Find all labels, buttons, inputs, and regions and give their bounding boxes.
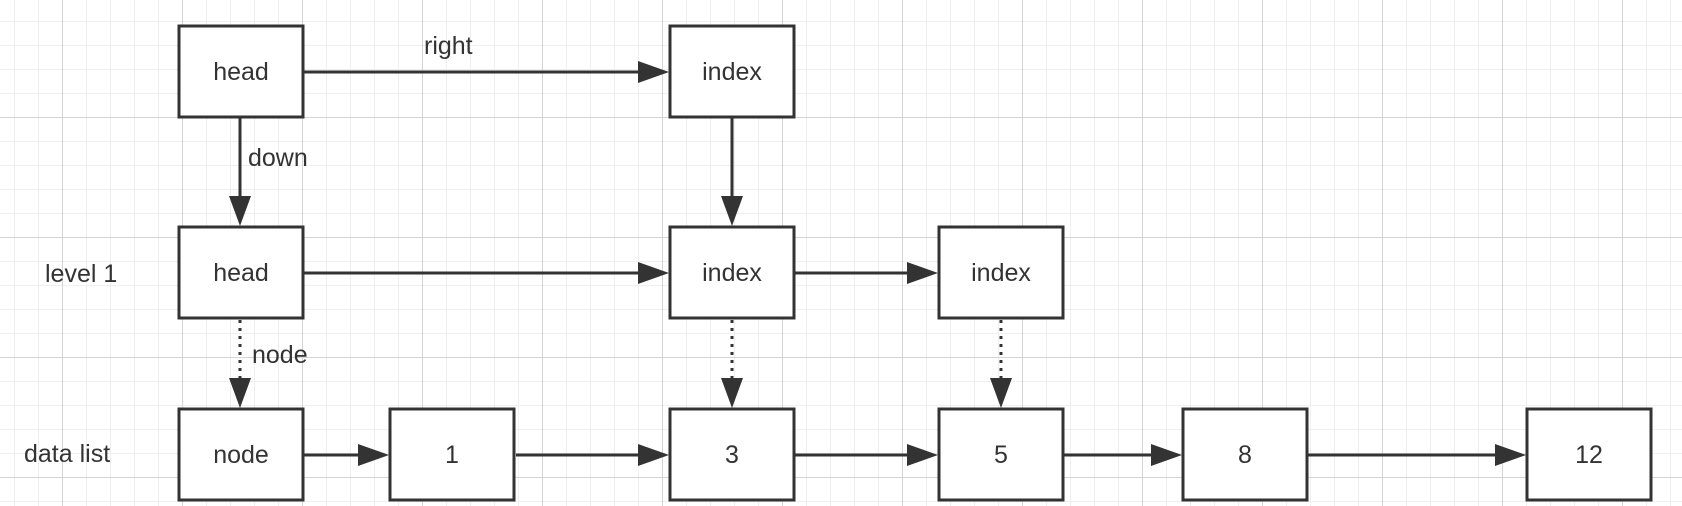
arrowhead-data-8-to-data-12 (1495, 444, 1526, 466)
node-head-level1-label: head (213, 259, 269, 287)
node-index-level1-b-label: index (971, 259, 1031, 287)
arrowhead-index-level1-a-to-index-level1-b (907, 262, 938, 284)
node-data-3: 3 (668, 407, 796, 502)
node-data-1: 1 (388, 407, 516, 502)
node-data-8-label: 8 (1238, 441, 1252, 469)
arrowhead-data-5-to-data-8 (1151, 444, 1182, 466)
node-head-top-label: head (213, 58, 269, 86)
node-head-top: head (177, 24, 305, 119)
node-index-level1-a: index (668, 225, 796, 320)
node-head-level1: head (177, 225, 305, 320)
node-data-12: 12 (1525, 407, 1653, 502)
edge-label-node: node (252, 341, 308, 369)
node-data-3-label: 3 (725, 441, 739, 469)
node-node-label: node (213, 441, 269, 469)
arrowhead-head-top-to-head-level1 (229, 196, 251, 226)
arrowhead-index-level1-a-to-data-3 (721, 378, 743, 408)
row-label-level1: level 1 (45, 260, 117, 288)
row-label-data-list: data list (24, 440, 110, 468)
arrowhead-data-3-to-data-5 (907, 444, 938, 466)
node-index-top: index (668, 24, 796, 119)
arrowhead-index-top-to-index-level1 (721, 196, 743, 226)
arrowhead-data-1-to-data-3 (638, 444, 669, 466)
edge-labels: right down node (248, 32, 473, 369)
node-node: node (177, 407, 305, 502)
node-data-12-label: 12 (1575, 441, 1603, 469)
node-index-level1-a-label: index (702, 259, 762, 287)
node-index-top-label: index (702, 58, 762, 86)
arrowhead-head-top-to-index-top (638, 61, 669, 83)
row-labels: level 1 data list (24, 260, 117, 468)
node-index-level1-b: index (937, 225, 1065, 320)
node-data-8: 8 (1181, 407, 1309, 502)
arrowhead-head-level1-to-index-level1-a (638, 262, 669, 284)
arrowhead-index-level1-b-to-data-5 (990, 378, 1012, 408)
edges (229, 61, 1526, 466)
arrowhead-head-level1-to-node (229, 378, 251, 408)
edge-label-down: down (248, 144, 308, 172)
nodes: head index head index index n (177, 24, 1653, 502)
edge-label-right: right (424, 32, 473, 60)
node-data-5-label: 5 (994, 441, 1008, 469)
node-data-5: 5 (937, 407, 1065, 502)
node-data-1-label: 1 (445, 441, 459, 469)
arrowhead-node-to-data-1 (358, 444, 389, 466)
